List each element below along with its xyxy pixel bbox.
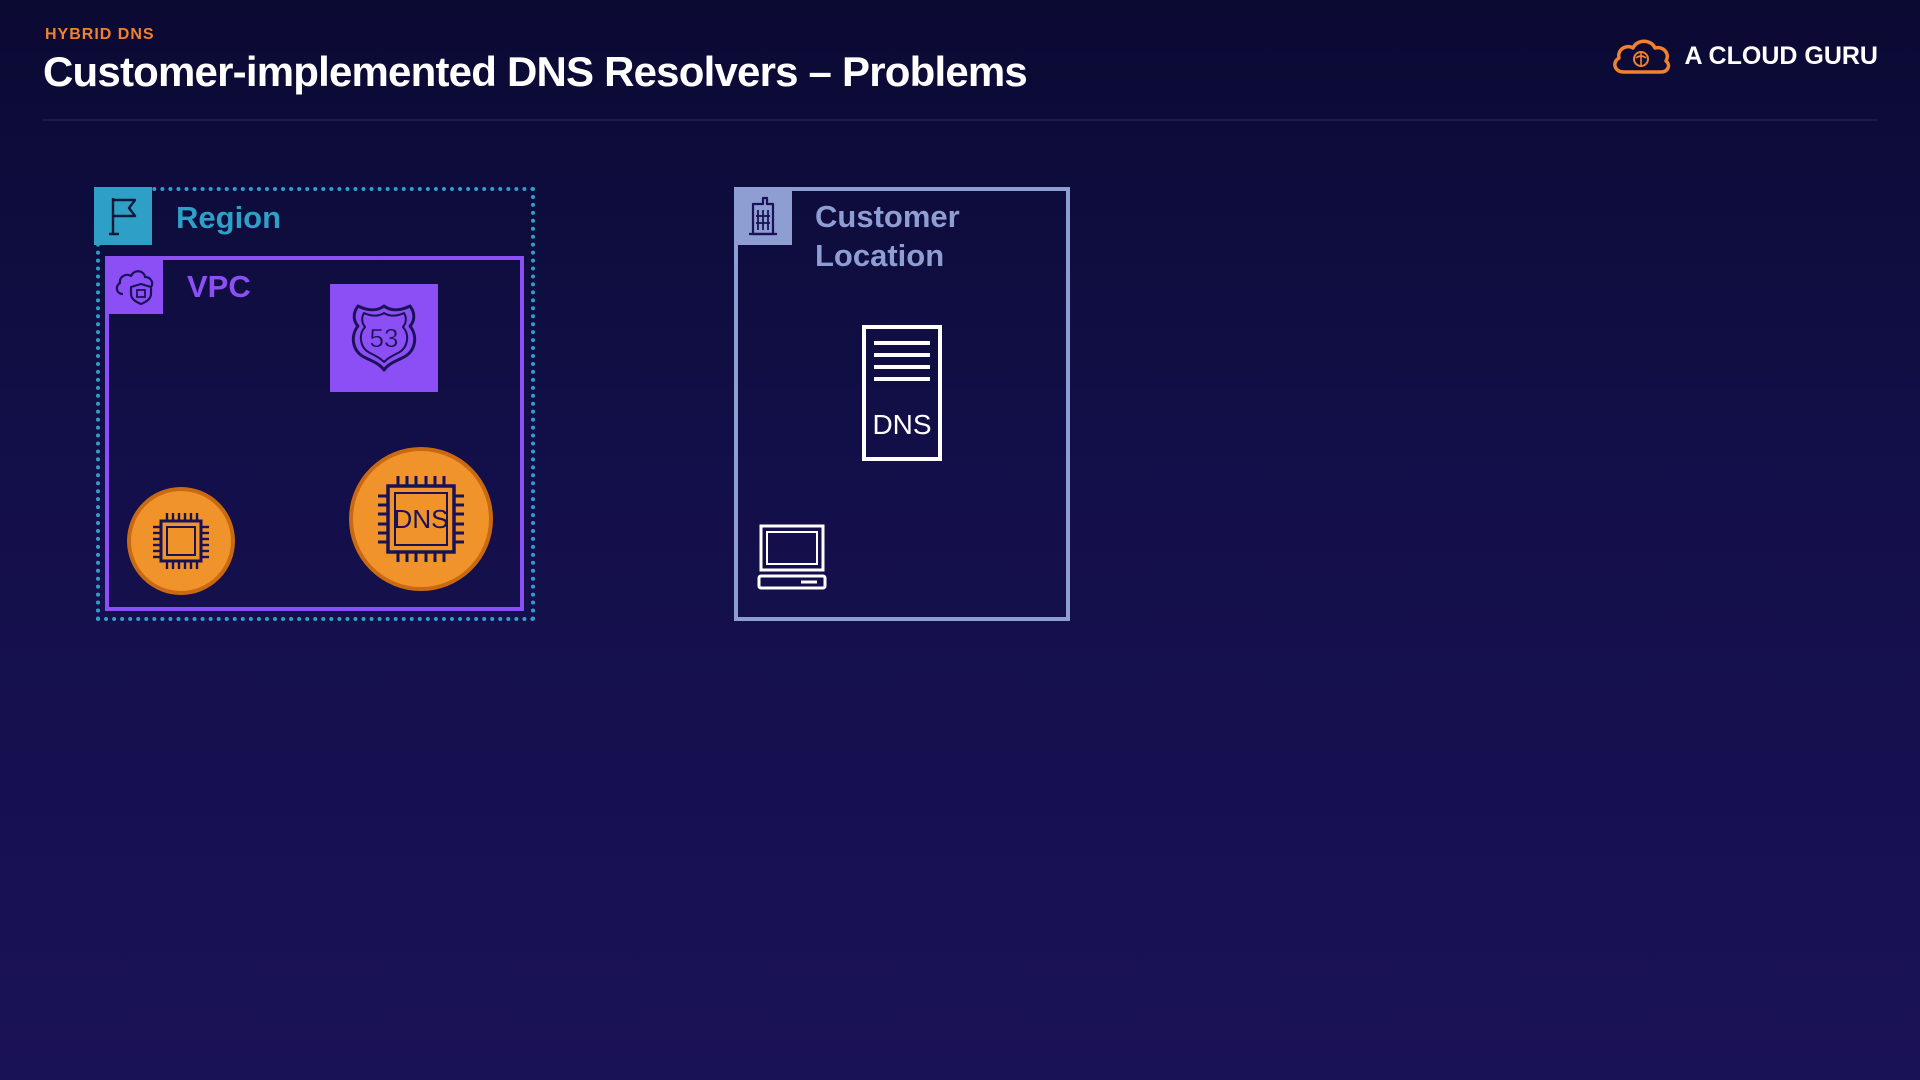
customer-location-label-line1: Customer xyxy=(815,199,960,234)
route53-service: 53 xyxy=(330,284,438,392)
vpc-tag xyxy=(105,256,163,314)
customer-location-label-line2: Location xyxy=(815,238,945,273)
cloud-logo-icon xyxy=(1613,39,1671,74)
cloud-shield-icon xyxy=(115,270,154,306)
onprem-dns-server: DNS xyxy=(862,325,942,461)
route53-number: 53 xyxy=(370,323,399,353)
section-eyebrow: HYBRID DNS xyxy=(45,26,155,43)
customer-location-label: Customer Location xyxy=(815,197,960,275)
header-divider xyxy=(43,119,1877,121)
vpc-boundary xyxy=(105,256,524,611)
region-boundary xyxy=(96,187,535,621)
vpc-label: VPC xyxy=(187,269,251,304)
chip-icon: DNS xyxy=(378,476,464,562)
customer-location-boundary xyxy=(734,187,1070,621)
dns-resolver-instance: DNS xyxy=(349,447,493,591)
laptop-icon xyxy=(757,524,827,590)
region-label: Region xyxy=(176,200,282,235)
building-icon xyxy=(749,196,777,236)
chip-icon xyxy=(153,513,209,569)
route53-shield-icon: 53 xyxy=(351,304,417,372)
server-icon: DNS xyxy=(862,325,942,461)
page-title: Customer-implemented DNS Resolvers – Pro… xyxy=(43,48,1028,95)
onprem-dns-text: DNS xyxy=(872,409,931,440)
dns-instance-text: DNS xyxy=(394,504,449,534)
brand-name: A CLOUD GURU xyxy=(1684,41,1878,70)
client-laptop xyxy=(757,524,827,592)
region-tag xyxy=(94,187,152,245)
brand-logo: A CLOUD GURU xyxy=(1610,36,1878,76)
flag-icon xyxy=(109,198,137,236)
customer-location-tag xyxy=(734,187,792,245)
ec2-instance xyxy=(127,487,235,595)
